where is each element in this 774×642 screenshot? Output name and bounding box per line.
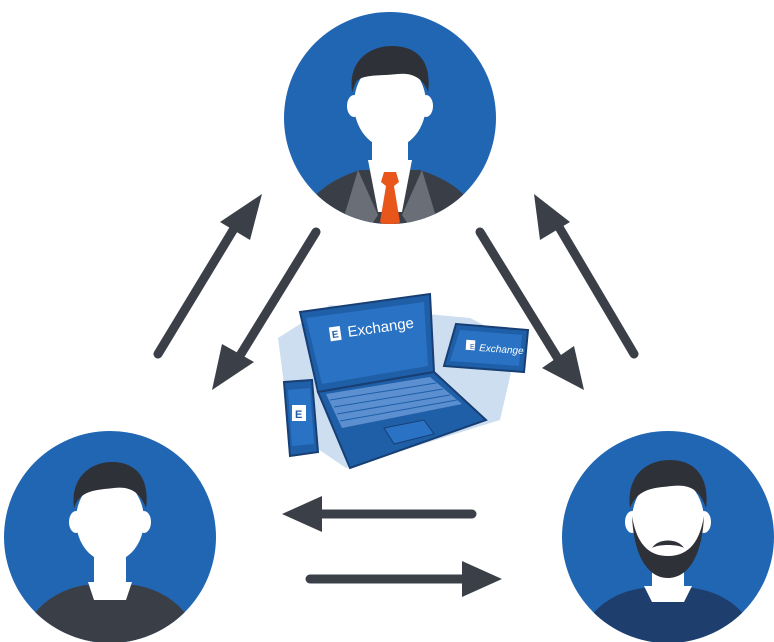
- arrow-icon: [212, 227, 321, 390]
- laptop-device: E Exchange: [298, 292, 488, 470]
- tie-shape: [380, 172, 400, 224]
- phone-device: E: [282, 378, 320, 458]
- laptop-logo-letter: E: [331, 329, 339, 341]
- phone-logo-letter: E: [295, 409, 302, 421]
- tablet-exchange-label: Exchange: [479, 343, 525, 357]
- arrow-icon: [305, 561, 502, 597]
- arrow-icon: [475, 227, 584, 390]
- tablet-logo-letter: E: [470, 344, 475, 351]
- user-left-node: [4, 431, 216, 642]
- arrow-icon: [534, 194, 639, 359]
- arrow-icon: [282, 496, 477, 532]
- connection-arrows: [153, 194, 639, 597]
- exchange-devices: E Exchange E Exchange: [278, 292, 530, 470]
- user-right-node: [562, 431, 774, 642]
- bearded-person-avatar-icon: [578, 460, 758, 642]
- tablet-device: E Exchange: [442, 322, 530, 374]
- arrow-icon: [153, 194, 262, 359]
- beard-shape: [632, 516, 704, 578]
- user-top-node: [284, 12, 496, 224]
